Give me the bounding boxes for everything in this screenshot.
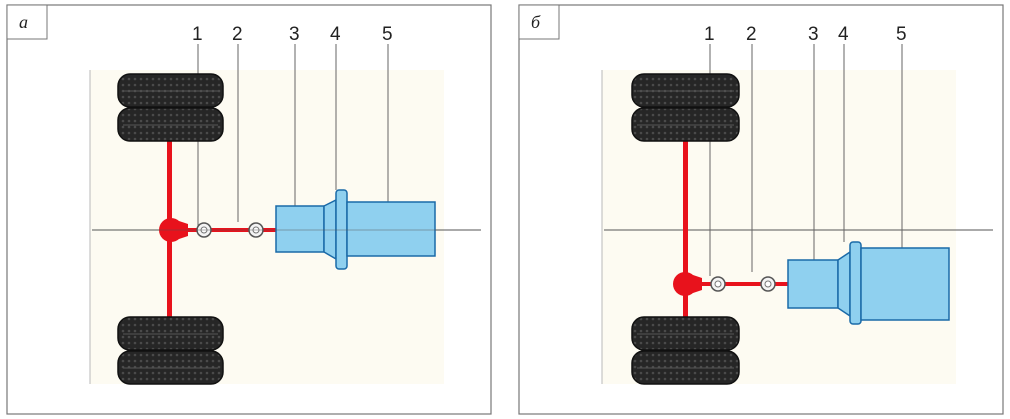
universal-joint-rear <box>760 276 776 292</box>
diagram-panel-a: а 1 2 3 4 5 <box>6 4 492 415</box>
panel-tag-box <box>6 4 48 40</box>
tire-bottom <box>117 316 224 385</box>
panel-tag: а <box>19 12 28 32</box>
callout-5: 5 <box>896 24 907 45</box>
callout-1: 1 <box>192 24 203 45</box>
universal-joint-front <box>710 276 726 292</box>
callout-2: 2 <box>746 24 757 45</box>
gearbox <box>787 259 839 309</box>
gearbox <box>275 205 325 253</box>
tire-top <box>631 73 740 142</box>
engine <box>860 247 950 321</box>
rear-axle <box>683 136 688 326</box>
callout-3: 3 <box>289 24 300 45</box>
differential <box>673 272 702 296</box>
tire-bottom <box>631 316 740 385</box>
callout-1: 1 <box>704 24 715 45</box>
clutch-housing <box>335 189 348 270</box>
panel-tag: б <box>531 12 541 32</box>
callout-4: 4 <box>838 24 849 45</box>
tire-top <box>117 73 224 142</box>
engine <box>346 201 436 257</box>
callout-4: 4 <box>330 24 341 45</box>
callout-3: 3 <box>808 24 819 45</box>
panel-tag-box <box>518 4 560 40</box>
callout-5: 5 <box>382 24 393 45</box>
diagram-panel-b: б 1 2 3 4 5 <box>518 4 1004 415</box>
callout-2: 2 <box>232 24 243 45</box>
clutch-housing <box>849 241 862 325</box>
